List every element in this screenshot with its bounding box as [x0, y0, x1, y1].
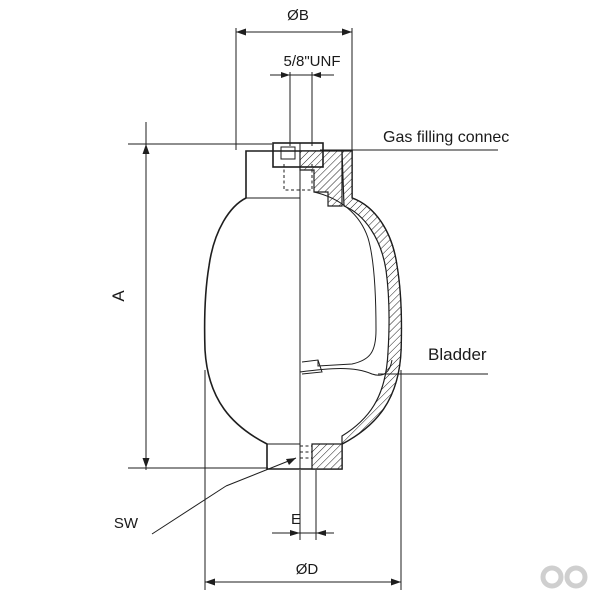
- thread-label: 5/8"UNF: [283, 53, 340, 70]
- dim-d-label: ØD: [296, 561, 319, 578]
- dim-b: [235, 28, 353, 150]
- gas-valve: [272, 142, 324, 191]
- dim-d: [204, 370, 402, 590]
- dim-a: [128, 122, 272, 470]
- dim-e: [272, 470, 334, 540]
- bladder-line: [313, 191, 377, 367]
- sw-label: SW: [114, 515, 139, 532]
- dim-b-label: ØB: [287, 7, 309, 24]
- dim-thread: [270, 72, 334, 146]
- vessel-body: [203, 142, 403, 470]
- bladder-valve: [301, 359, 323, 375]
- dim-a-label: A: [109, 290, 128, 302]
- bottom-port-section: [311, 443, 343, 470]
- gas-connection-label: Gas filling connec: [383, 129, 509, 146]
- infinity-logo-icon: [540, 565, 588, 589]
- sw-leader: [151, 457, 297, 535]
- bottom-thread: [300, 445, 312, 459]
- dim-e-label: E: [291, 511, 301, 528]
- top-boss-section: [299, 150, 343, 207]
- shell-wall-section: [341, 150, 402, 445]
- bladder-lower-line: [299, 359, 393, 376]
- bladder-label: Bladder: [428, 345, 487, 364]
